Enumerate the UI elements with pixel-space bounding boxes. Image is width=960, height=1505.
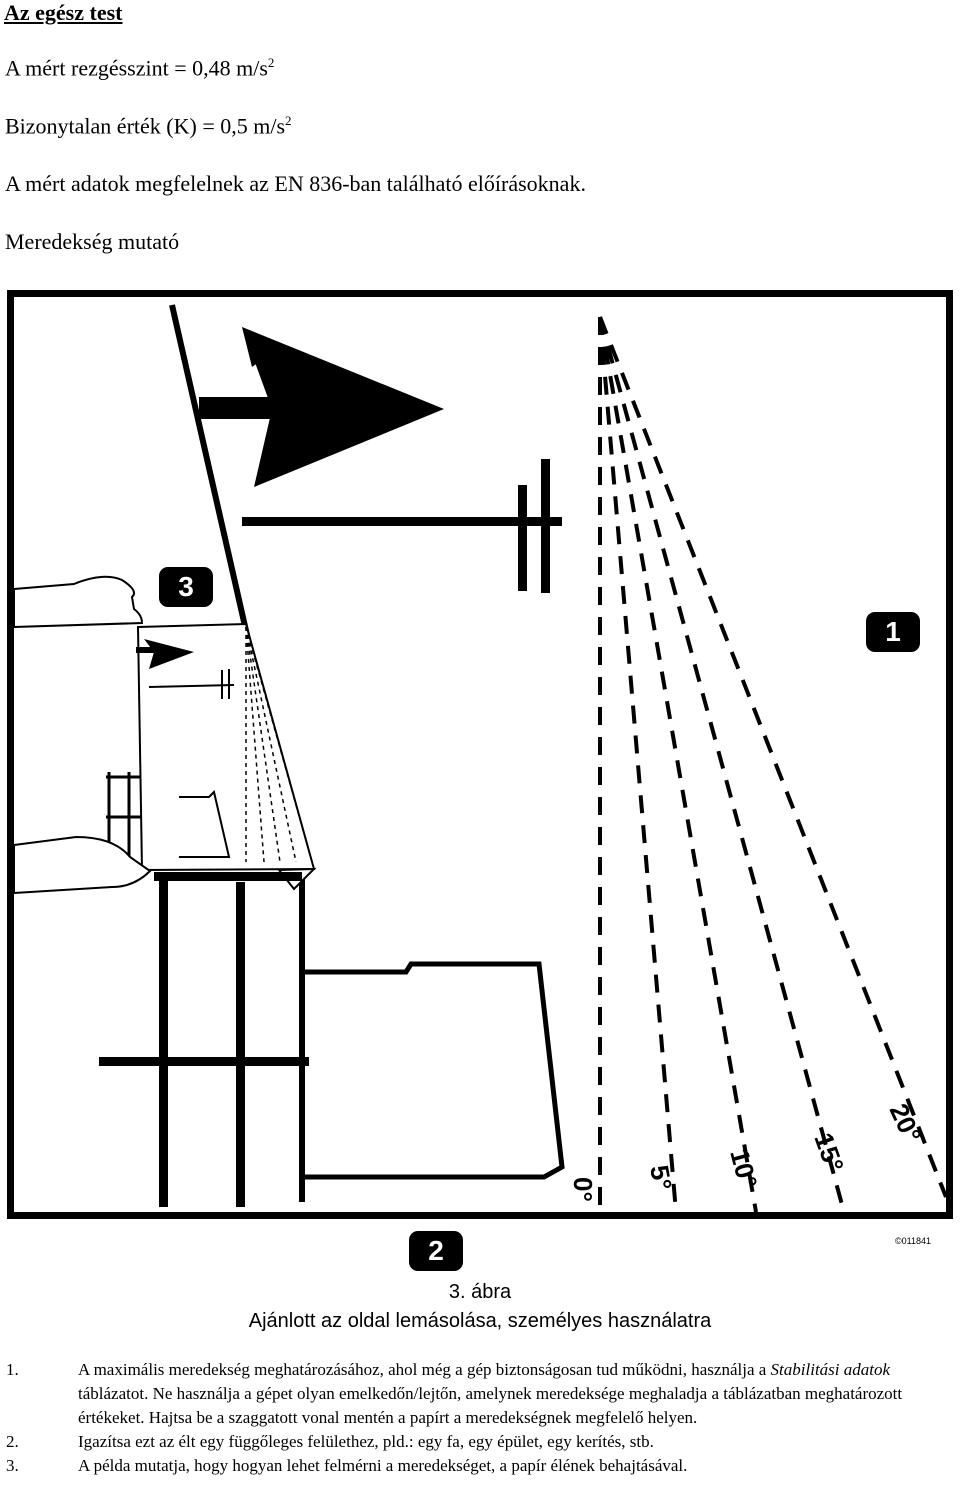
- slope-line-5: [598, 316, 678, 1212]
- note-text: A példa mutatja, hogy hogyan lehet felmé…: [78, 1456, 688, 1475]
- stake-icon: [99, 872, 309, 1207]
- note-number: 1.: [6, 1360, 19, 1379]
- slope-indicator-figure: 0° 5° 10° 15° 20° 3 1: [7, 290, 953, 1219]
- measured-vibration-text: A mért rezgésszint = 0,48 m/s: [5, 55, 268, 81]
- note-text: táblázatot. Ne használja a gépet olyan e…: [78, 1384, 903, 1427]
- uncertainty-text: Bizonytalan érték (K) = 0,5 m/s: [5, 113, 286, 139]
- slope-indicator-drawing: 0° 5° 10° 15° 20°: [14, 304, 946, 1212]
- angle-label-5: 5°: [644, 1163, 678, 1193]
- badge-2: 2: [409, 1231, 463, 1271]
- angle-label-10: 10°: [724, 1146, 763, 1192]
- slope-dashed-lines: [598, 316, 946, 1212]
- note-3: 3. A példa mutatja, hogy hogyan lehet fe…: [0, 1454, 960, 1478]
- slope-line-10: [598, 316, 758, 1212]
- note-italic-text: Stabilitási adatok: [770, 1360, 891, 1379]
- badge-1: 1: [866, 612, 920, 652]
- notes-list: 1. A maximális meredekség meghatározásáh…: [0, 1358, 960, 1478]
- slope-indicator-title: Meredekség mutató: [5, 229, 180, 254]
- fold-base-outline: [302, 961, 565, 1180]
- badge-3: 3: [159, 567, 213, 607]
- note-number: 3.: [6, 1456, 19, 1475]
- tree-icon: [199, 327, 444, 487]
- uncertainty-unit-exponent: 2: [285, 113, 292, 128]
- small-tree-icon: [136, 639, 194, 669]
- uncertainty-line: Bizonytalan érték (K) = 0,5 m/s2: [5, 113, 292, 139]
- small-fence-icon: [106, 772, 142, 857]
- fence-icon: [242, 459, 562, 593]
- page-heading: Az egész test: [4, 0, 123, 25]
- measured-unit-exponent: 2: [267, 55, 275, 70]
- slope-line-15: [598, 316, 846, 1212]
- angle-label-0: 0°: [568, 1177, 598, 1202]
- measured-vibration-line: A mért rezgésszint = 0,48 m/s2: [5, 55, 274, 81]
- note-2: 2. Igazítsa ezt az élt egy függőleges fe…: [0, 1430, 960, 1454]
- compliance-line: A mért adatok megfelelnek az EN 836-ban …: [5, 171, 586, 196]
- hand-top-icon: [14, 575, 144, 629]
- note-text: A maximális meredekség meghatározásához,…: [78, 1360, 771, 1379]
- figure-number: 3. ábra: [448, 1281, 512, 1303]
- note-number: 2.: [6, 1432, 19, 1451]
- paper-fence-icon: [148, 669, 235, 699]
- figure-code: ©011841: [895, 1236, 931, 1246]
- note-1: 1. A maximális meredekség meghatározásáh…: [0, 1358, 960, 1430]
- angle-label-15: 15°: [808, 1129, 850, 1176]
- angle-label-20: 20°: [884, 1099, 928, 1147]
- hand-bottom-icon: [14, 835, 152, 895]
- slope-line-20: [598, 316, 946, 1198]
- figure-caption: Ajánlott az oldal lemásolása, személyes …: [248, 1310, 712, 1332]
- paper-dashed-lines: [245, 626, 313, 863]
- note-text: Igazítsa ezt az élt egy függőleges felül…: [78, 1432, 654, 1451]
